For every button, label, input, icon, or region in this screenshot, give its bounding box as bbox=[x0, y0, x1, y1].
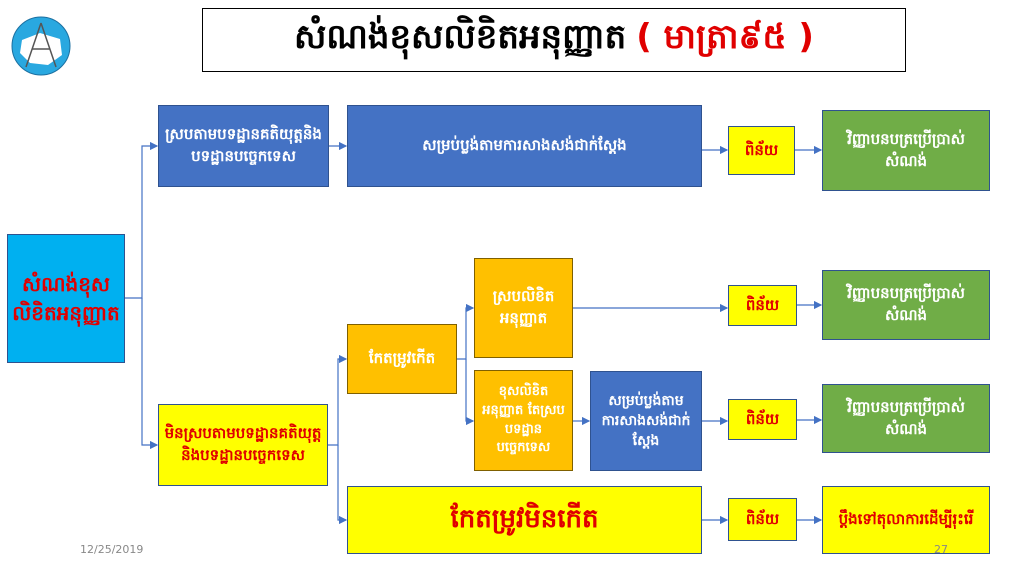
root-box: សំណង់ខុសលិខិតអនុញ្ញាត bbox=[7, 234, 125, 363]
permit-noncompliant-box: ខុសលិខិតអនុញ្ញាត តែស្របបទដ្ឋានបច្ចេកទេស bbox=[474, 370, 573, 471]
adjust-plan-box-2: សម្រប់ប្លង់តាមការសាងសង់ជាក់ស្តែង bbox=[590, 371, 702, 471]
footer-date: 12/25/2019 bbox=[80, 543, 144, 556]
page-number: 27 bbox=[934, 543, 948, 556]
page-title: សំណង់ខុសលិខិតអនុញ្ញាត ( មាត្រា៩៥ ) bbox=[202, 8, 906, 72]
noncompliant-box: មិនស្របតាមបទដ្ឋានគតិយុត្តនិងបទដ្ឋានបច្ចេ… bbox=[158, 404, 328, 486]
certificate-box-1: វិញ្ញាបនបត្រប្រើប្រាស់សំណង់ bbox=[822, 110, 990, 191]
compliant-box: ស្របតាមបទដ្ឋានគតិយុត្តនិងបទដ្ឋានបច្ចេកទេ… bbox=[158, 105, 329, 187]
title-main: សំណង់ខុសលិខិតអនុញ្ញាត bbox=[294, 17, 627, 57]
permit-compliant-box: ស្របលិខិតអនុញ្ញាត bbox=[474, 258, 573, 358]
fine-box-1: ពិន័យ bbox=[728, 126, 795, 175]
title-article: ( មាត្រា៩៥ ) bbox=[636, 17, 814, 57]
logo-icon bbox=[11, 16, 71, 76]
adjust-plan-box: សម្រប់ប្លង់តាមការសាងសង់ជាក់ស្តែង bbox=[347, 105, 702, 187]
fine-box-2: ពិន័យ bbox=[728, 285, 797, 326]
certificate-box-3: វិញ្ញាបនបត្រប្រើប្រាស់សំណង់ bbox=[822, 384, 990, 453]
not-correctable-box: កែតម្រូវមិនកើត bbox=[347, 486, 702, 554]
certificate-box-2: វិញ្ញាបនបត្រប្រើប្រាស់សំណង់ bbox=[822, 270, 990, 340]
court-demolish-box: ប្តឹងទៅតុលាការដើម្បីរុះរើ bbox=[822, 486, 990, 554]
correctable-box: កែតម្រូវកើត bbox=[347, 324, 457, 394]
fine-box-3: ពិន័យ bbox=[728, 399, 797, 440]
fine-box-4: ពិន័យ bbox=[728, 498, 797, 541]
